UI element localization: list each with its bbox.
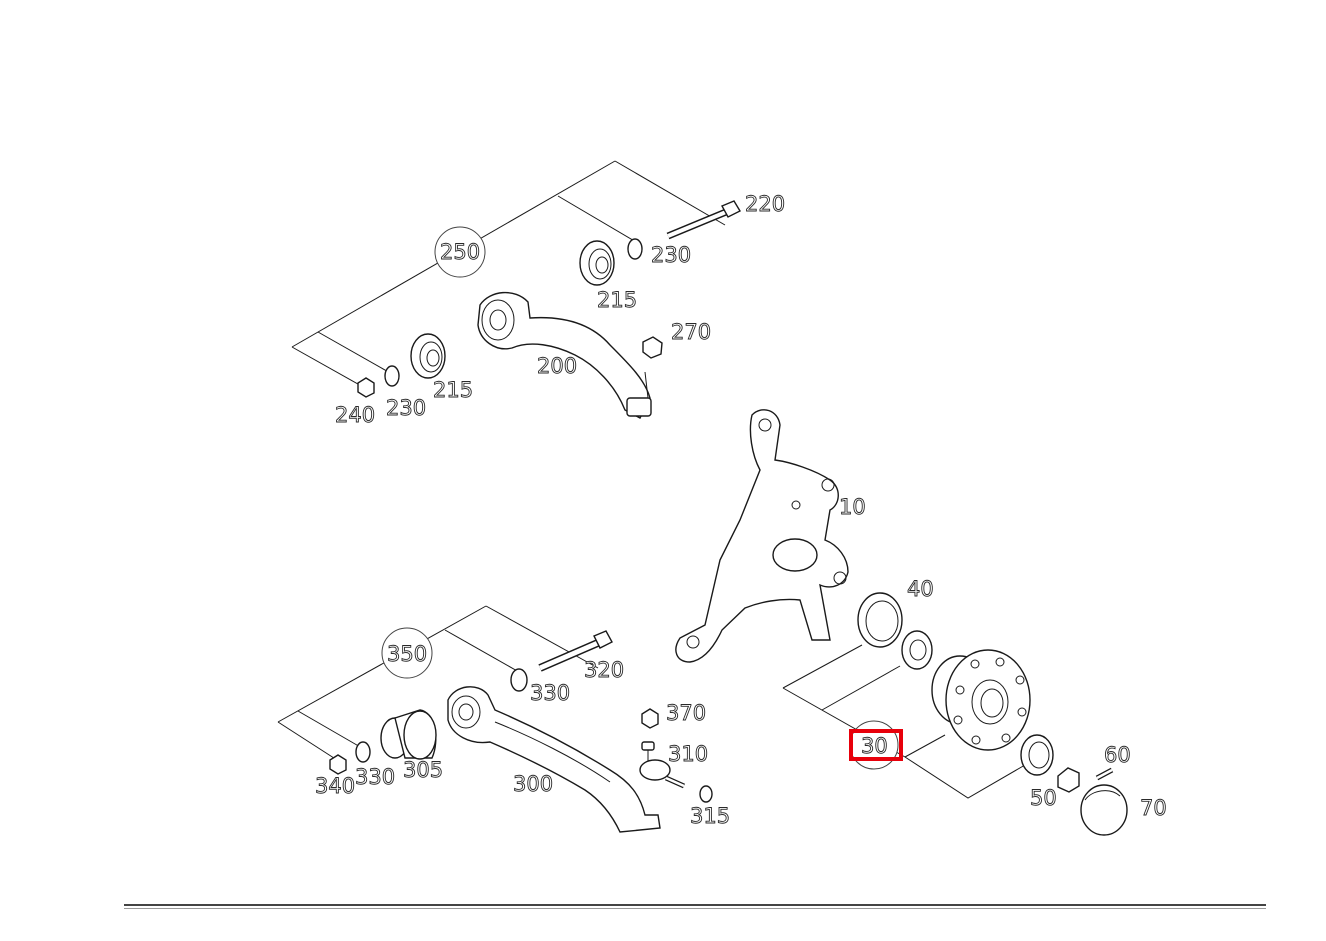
seal-40[interactable] xyxy=(857,592,903,648)
washer-330-top[interactable] xyxy=(510,668,528,692)
callout-40[interactable]: 40 xyxy=(907,577,935,602)
callout-330-top[interactable]: 330 xyxy=(530,681,571,706)
callout-270[interactable]: 270 xyxy=(671,320,712,345)
ball-joint-310[interactable] xyxy=(639,741,686,789)
bushing-215-top[interactable] xyxy=(579,240,615,286)
footer-rule xyxy=(124,904,1266,906)
callout-350[interactable]: 350 xyxy=(387,642,428,667)
callout-30[interactable]: 30 xyxy=(861,734,889,759)
cap-70[interactable] xyxy=(1080,784,1128,836)
group-circle-250 xyxy=(434,226,486,278)
callout-60[interactable]: 60 xyxy=(1104,743,1132,768)
upper-arm-200[interactable] xyxy=(477,291,652,419)
lower-arm-300[interactable] xyxy=(447,686,661,833)
callout-10[interactable]: 10 xyxy=(839,495,867,520)
callout-315[interactable]: 315 xyxy=(690,804,731,829)
washer-230-lower[interactable] xyxy=(384,365,400,387)
callout-50[interactable]: 50 xyxy=(1030,786,1058,811)
bolt-60[interactable] xyxy=(1095,767,1114,781)
washer-230-top[interactable] xyxy=(627,238,643,260)
nut-370[interactable] xyxy=(641,708,659,729)
callout-215-top[interactable]: 215 xyxy=(597,288,638,313)
callout-240[interactable]: 240 xyxy=(335,403,376,428)
group-circle-350 xyxy=(381,627,433,679)
nut-240[interactable] xyxy=(357,377,375,398)
nut-340[interactable] xyxy=(329,754,347,775)
steering-knuckle-10[interactable] xyxy=(675,409,849,663)
callout-340[interactable]: 340 xyxy=(315,774,356,799)
callout-305[interactable]: 305 xyxy=(403,758,444,783)
callout-320[interactable]: 320 xyxy=(584,658,625,683)
callout-230-lower[interactable]: 230 xyxy=(386,396,427,421)
callout-310[interactable]: 310 xyxy=(668,742,709,767)
bolt-320[interactable] xyxy=(538,630,613,672)
highlight-box-30 xyxy=(849,729,903,761)
nut-50[interactable] xyxy=(1057,767,1080,793)
wheel-hub-30[interactable] xyxy=(931,649,1031,751)
callout-200[interactable]: 200 xyxy=(537,354,578,379)
footer-rule-thin xyxy=(124,908,1266,909)
lower-arm-group xyxy=(277,605,713,833)
washer-330-lower[interactable] xyxy=(355,741,371,763)
nut-315[interactable] xyxy=(699,785,713,803)
upper-arm-group xyxy=(291,160,741,419)
callout-220[interactable]: 220 xyxy=(745,192,786,217)
bushing-305[interactable] xyxy=(380,709,437,760)
callout-370[interactable]: 370 xyxy=(666,701,707,726)
nut-270[interactable] xyxy=(642,336,663,359)
bolt-220[interactable] xyxy=(666,200,741,240)
callout-70[interactable]: 70 xyxy=(1140,796,1168,821)
callout-250[interactable]: 250 xyxy=(440,240,481,265)
callout-300[interactable]: 300 xyxy=(513,772,554,797)
seal-50[interactable] xyxy=(1020,734,1054,776)
bushing-215-lower[interactable] xyxy=(410,333,446,379)
callout-330-lower[interactable]: 330 xyxy=(355,765,396,790)
knuckle-hub-group xyxy=(675,409,1128,836)
callout-215-lower[interactable]: 215 xyxy=(433,378,474,403)
callout-230-top[interactable]: 230 xyxy=(651,243,692,268)
bearing[interactable] xyxy=(901,630,933,670)
